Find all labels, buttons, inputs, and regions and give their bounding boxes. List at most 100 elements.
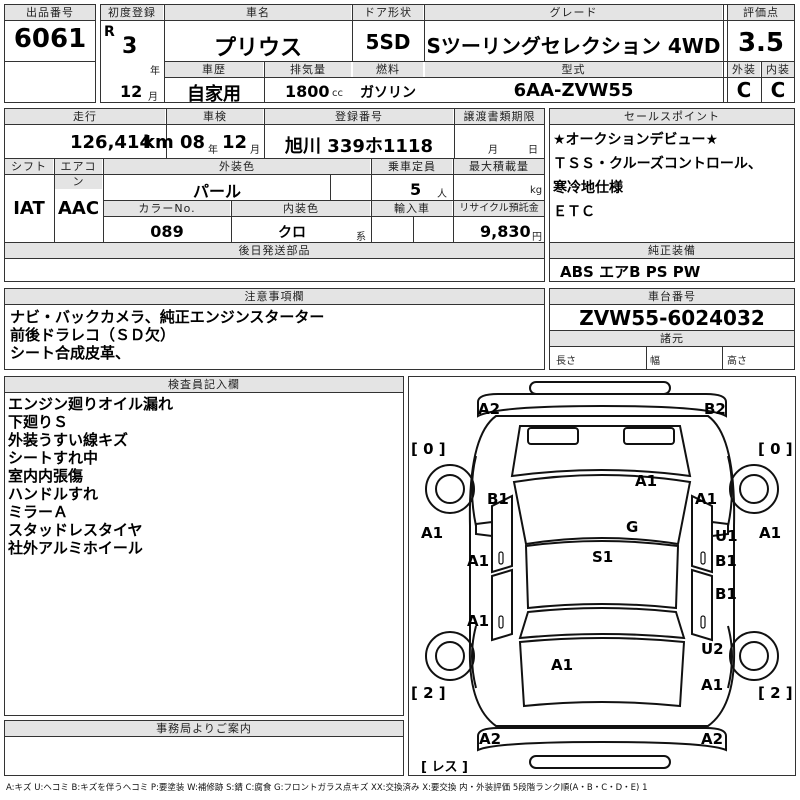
inspector-notes: エンジン廻りオイル漏れ 下廻りＳ 外装うすい線キズ シートすれ中 室内内張傷 ハ…: [8, 395, 173, 557]
ext-color: パール: [192, 182, 241, 201]
lot-box: [4, 4, 96, 103]
damage-mark: A1: [467, 552, 490, 570]
fuel: ガソリン: [360, 85, 416, 101]
model-label: 型式: [425, 62, 722, 77]
damage-mark: S1: [592, 548, 614, 566]
score: 3.5: [737, 28, 785, 58]
int-grade: C: [770, 78, 786, 102]
tire-rear-left: [ 2 ]: [411, 684, 446, 702]
length-label: 長さ: [556, 356, 576, 367]
lot-number: 6061: [13, 24, 87, 54]
damage-mark: A1: [467, 612, 490, 630]
reg-month: 12: [120, 82, 143, 101]
damage-mark: G: [626, 518, 639, 536]
color-no-label: カラーNo.: [104, 201, 230, 216]
delivery-label: 後日発送部品: [5, 243, 544, 258]
inspector-label: 検査員記入欄: [5, 377, 403, 392]
sales-line: ＴＳＳ・クルーズコントロール、: [553, 156, 762, 172]
equipment: ABS エアB PS PW: [560, 263, 701, 281]
door-label: ドア形状: [353, 5, 423, 20]
lot-label: 出品番号: [5, 5, 95, 20]
office-box: [4, 720, 404, 776]
transfer-label: 譲渡書類期限: [455, 109, 544, 124]
damage-mark: A1: [759, 524, 782, 542]
ext-grade: C: [736, 78, 752, 102]
damage-mark: B1: [715, 585, 737, 603]
kei-unit: 系: [356, 232, 366, 243]
int-color: クロ: [278, 225, 306, 241]
sales-line: ＥＴＣ: [553, 204, 595, 220]
chassis-label: 車台番号: [550, 289, 794, 304]
damage-mark: A1: [695, 490, 718, 508]
score-label: 評価点: [728, 5, 794, 20]
int-label: 内装: [762, 62, 794, 77]
insp-month: 12: [222, 132, 248, 153]
color-no: 089: [150, 222, 184, 241]
inspector-line: 下廻りＳ: [8, 413, 69, 431]
inspector-line: スタッドレスタイヤ: [8, 521, 143, 539]
reg-year: 3: [122, 34, 138, 59]
damage-mark: A1: [635, 472, 658, 490]
inspector-line: ミラーＡ: [8, 503, 69, 521]
yen-unit: 円: [532, 232, 542, 243]
sales-box: [549, 108, 795, 282]
sales-line: 寒冷地仕様: [553, 180, 623, 196]
damage-mark: B1: [487, 490, 509, 508]
inspector-line: ハンドルすれ: [8, 485, 99, 503]
cc-unit: cc: [332, 88, 343, 99]
shift-label: シフト: [5, 159, 53, 174]
ext-color-label: 外装色: [104, 159, 370, 174]
office-label: 事務局よりご案内: [5, 721, 403, 736]
width-label: 幅: [650, 356, 660, 367]
grade: Sツーリングセレクション 4WD: [426, 34, 721, 58]
kg-unit: kg: [530, 185, 543, 196]
plate-number: 旭川 339ホ1118: [285, 136, 433, 157]
chassis-box: [549, 288, 795, 370]
sales-label: セールスポイント: [550, 109, 794, 124]
inspector-line: シートすれ中: [8, 449, 99, 467]
era-mark: R: [104, 24, 115, 40]
person-unit: 人: [437, 189, 447, 200]
inspector-line: 社外アルミホイール: [8, 539, 143, 557]
ext-label: 外装: [728, 62, 760, 77]
inspector-box: [4, 376, 404, 716]
spare-tire: [ レス ]: [421, 760, 468, 775]
plate-label: 登録番号: [265, 109, 453, 124]
mileage: 126,414: [70, 132, 152, 153]
damage-mark: B2: [704, 400, 726, 418]
aircon: AAC: [57, 198, 100, 219]
height-label: 高さ: [727, 356, 747, 367]
cautions-box: [4, 288, 545, 370]
grade-label: グレード: [425, 5, 722, 20]
insp-year-unit: 年: [208, 145, 218, 156]
caution-line: 前後ドラレコ（ＳＤ欠）: [10, 326, 176, 344]
car-diagram: [425, 381, 779, 769]
max-load-label: 最大積載量: [454, 159, 544, 174]
sales-points: ★オークションデビュー★ ＴＳＳ・クルーズコントロール、 寒冷地仕様 ＥＴＣ: [553, 128, 762, 224]
year-unit: 年: [150, 66, 160, 77]
inspector-line: エンジン廻りオイル漏れ: [8, 395, 174, 413]
history-label: 車歴: [165, 62, 263, 77]
sales-line: ★オークションデビュー★: [553, 132, 719, 148]
car-name: プリウス: [213, 36, 302, 61]
cautions-label: 注意事項欄: [5, 289, 544, 304]
damage-mark: A1: [701, 676, 724, 694]
details-box: [4, 108, 545, 282]
mileage-label: 走行: [5, 109, 165, 124]
recycle-label: リサイクル預託金: [454, 201, 544, 216]
fuel-label: 燃料: [353, 62, 423, 77]
legend: A:キズ U:ヘコミ B:キズを伴うヘコミ P:要塗装 W:補修跡 S:錆 C:…: [6, 783, 648, 793]
history: 自家用: [187, 84, 241, 105]
vehicle-info-box: [100, 4, 795, 103]
tire-rear-right: [ 2 ]: [758, 684, 793, 702]
first-reg-label: 初度登録: [101, 5, 163, 20]
inspector-line: 室内内張傷: [8, 467, 84, 485]
damage-mark: A2: [479, 730, 502, 748]
capacity-label: 乗車定員: [372, 159, 452, 174]
insp-month-unit: 月: [250, 145, 260, 156]
tire-front-left: [ 0 ]: [411, 440, 446, 458]
damage-mark: U2: [701, 640, 724, 658]
month-unit: 月: [148, 92, 158, 103]
tire-front-right: [ 0 ]: [758, 440, 793, 458]
